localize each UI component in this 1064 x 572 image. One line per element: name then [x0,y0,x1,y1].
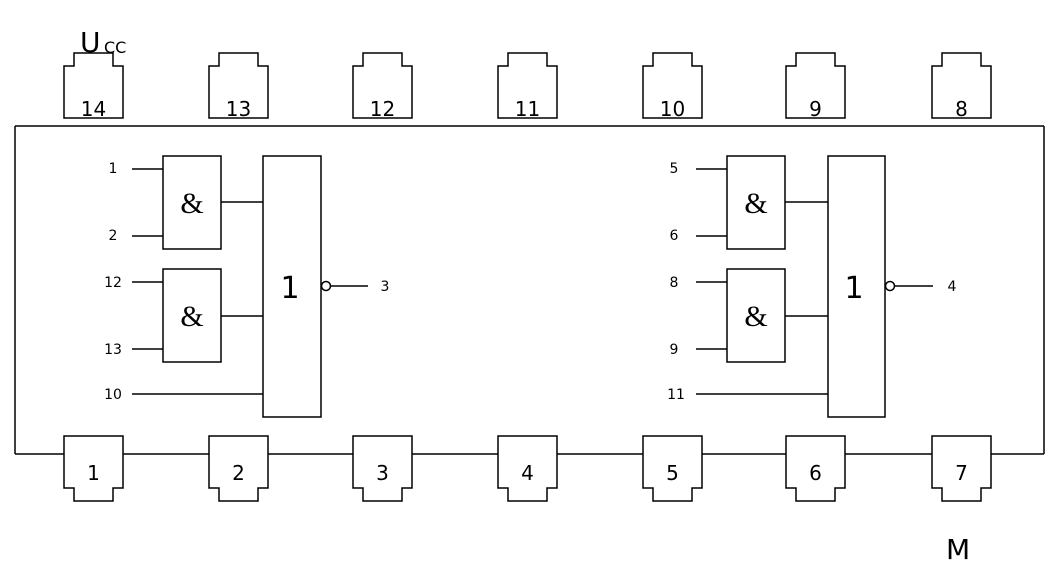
inverter-bubble-left [320,280,332,292]
input-label: 6 [670,228,679,244]
or-gate-symbol: 1 [280,271,299,306]
pin-box [931,52,992,119]
input-label: 12 [104,275,122,291]
bottom-pin-row: 1 2 3 4 5 6 7 [63,435,992,502]
pin-number: 13 [226,97,251,121]
right-gate-group: & & 1 5 6 8 9 11 4 [667,155,957,418]
or-gate-right [827,155,886,418]
pin-number: 5 [666,461,679,485]
input-label: 9 [670,342,679,358]
pin-number: 3 [376,461,389,485]
and-gate-left-upper [162,155,222,250]
and-gate-right-lower [726,268,786,363]
or-gate-left [262,155,322,418]
pin-box [352,435,413,502]
output-label: 3 [381,279,390,295]
pin-number: 2 [232,461,245,485]
pin-box [642,52,703,119]
pin-number: 8 [955,97,968,121]
or-gate-symbol: 1 [844,271,863,306]
pin-number: 7 [955,461,968,485]
output-label: 4 [948,279,957,295]
input-label: 1 [109,161,118,177]
top-pin-row: 14 13 12 11 10 9 8 [63,52,992,121]
pin-box [208,435,269,502]
pin-box [642,435,703,502]
and-gate-right-upper [726,155,786,250]
input-label: 13 [104,342,122,358]
supply-symbol: U [80,26,101,59]
pin-box [931,435,992,502]
pin-number: 12 [370,97,395,121]
pin-box [497,435,558,502]
pin-box [497,52,558,119]
pin-number: 9 [809,97,822,121]
and-gate-symbol: & [744,187,767,220]
supply-label: U CC [80,26,126,59]
ground-label: M [946,533,970,566]
left-gate-group: & & 1 1 2 12 13 10 3 [104,155,390,418]
pin-box [208,52,269,119]
pin-box [785,435,846,502]
pin-number: 11 [515,97,540,121]
input-label: 10 [104,387,122,403]
input-label: 11 [667,387,685,403]
pin-number: 4 [521,461,534,485]
inverter-bubble-right [884,280,896,292]
and-gate-symbol: & [180,300,203,333]
pin-number: 1 [87,461,100,485]
input-label: 5 [670,161,679,177]
and-gate-symbol: & [180,187,203,220]
pin-number: 6 [809,461,822,485]
input-label: 2 [109,228,118,244]
and-gate-left-lower [162,268,222,363]
pin-box [352,52,413,119]
input-label: 8 [670,275,679,291]
and-gate-symbol: & [744,300,767,333]
pin-box [63,52,124,119]
pin-number: 14 [81,97,106,121]
wires [14,125,1045,455]
pin-box [785,52,846,119]
supply-subscript: CC [104,38,126,57]
pin-number: 10 [660,97,685,121]
pin-box [63,435,124,502]
